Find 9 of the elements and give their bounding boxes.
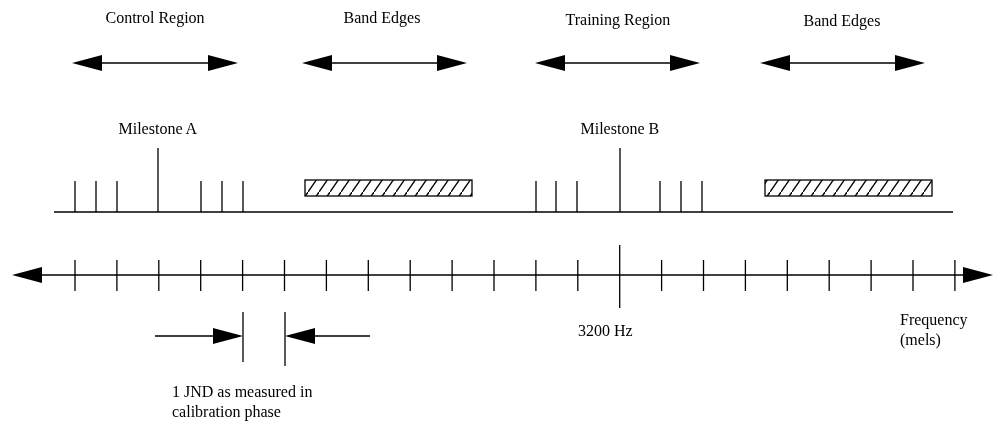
milestone-label: Milestone B bbox=[580, 119, 660, 139]
axis-label: Frequency (mels) bbox=[900, 310, 969, 350]
region-label: Control Region bbox=[105, 8, 205, 28]
annotation-note: 1 JND as measured in calibration phase bbox=[172, 382, 314, 422]
milestone-label: Milestone A bbox=[118, 119, 198, 139]
region-label: Band Edges bbox=[803, 11, 881, 31]
axis-value-label: 3200 Hz bbox=[578, 321, 633, 341]
region-label: Band Edges bbox=[343, 8, 421, 28]
region-label: Training Region bbox=[565, 10, 671, 30]
